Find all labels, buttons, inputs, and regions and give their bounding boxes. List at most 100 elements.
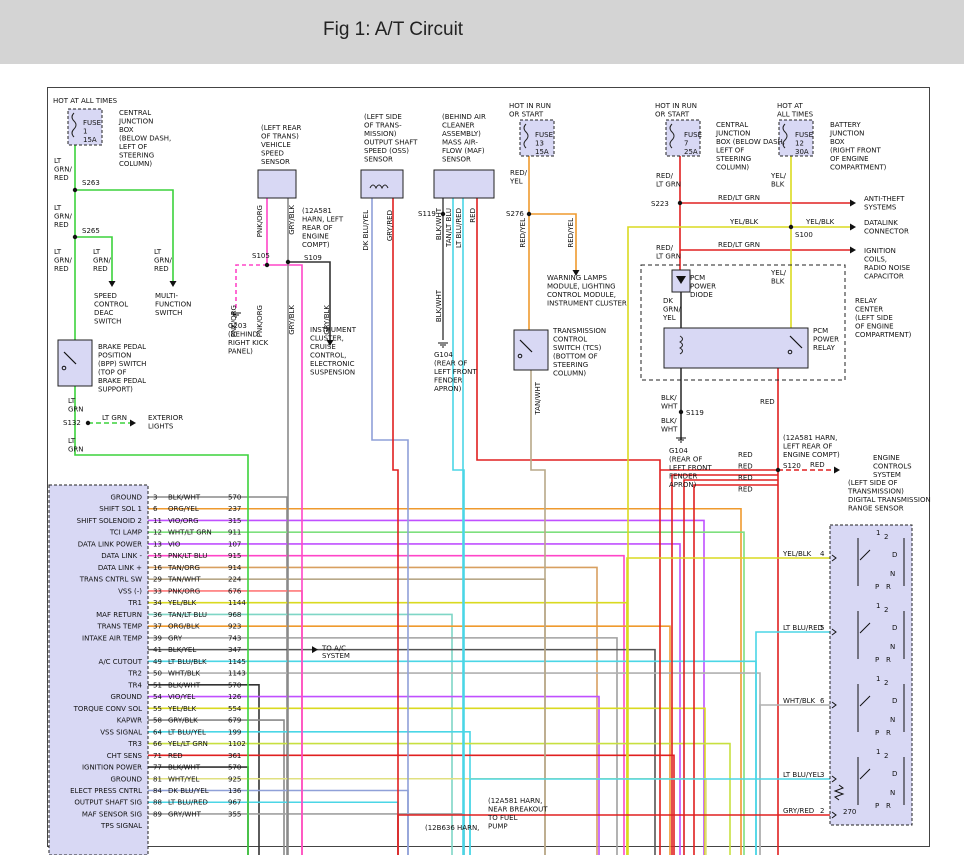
splice-dot — [285, 259, 291, 265]
anti-theft-label: ANTI-THEFT — [864, 195, 905, 203]
wire-color-label: TAN/LT BLU — [445, 208, 453, 248]
multi-function-arrow — [169, 281, 177, 287]
pcm-circuit-number: 554 — [228, 705, 242, 713]
maf-sensor-label: FLOW (MAF) — [442, 147, 485, 155]
instrument-arrow — [326, 340, 334, 346]
pcm-wire-color: YEL/LT GRN — [167, 740, 208, 748]
pcm-circuit-number: 923 — [228, 623, 241, 631]
wire-color-label: BLK — [771, 278, 785, 286]
wire-color-label: GRN/ — [154, 257, 173, 265]
relay-center-label: CENTER — [855, 306, 883, 314]
oss-signal-wire — [371, 198, 409, 855]
connector-pin-icon — [831, 554, 837, 562]
wire-color-label: WHT/BLK — [783, 697, 816, 705]
harness-breakout-label: TO FUEL — [487, 814, 518, 822]
pcm-pin-name: TR3 — [127, 740, 142, 748]
instrument-cluster-label: ELECTRONIC — [310, 360, 355, 368]
bpp-switch-label: BRAKE PEDAL — [98, 377, 146, 385]
wire-color-label: LT — [54, 204, 62, 212]
pcm-wire — [148, 813, 465, 855]
wire-color-label: RED — [738, 451, 753, 459]
central-junction-box-label: JUNCTION — [715, 130, 750, 138]
pcm-pin-name: GROUND — [110, 693, 142, 701]
connector-pin-icon — [831, 811, 837, 819]
wire-color-label: LT BLU/YEL — [783, 771, 821, 779]
warning-lamps-arrow — [572, 270, 580, 276]
pcm-circuit-number: 237 — [228, 505, 241, 513]
splice-dot — [85, 420, 91, 426]
dtr-position-label: 2 — [884, 606, 888, 614]
maf-sensor-label: MASS AIR- — [442, 139, 478, 147]
harness-12a581-label: ENGINE COMPT) — [783, 451, 840, 459]
pcm-pin-number: 15 — [153, 552, 162, 560]
wire-color-label: RED/ — [510, 169, 528, 177]
hot-in-run-label: HOT IN RUN — [509, 102, 551, 110]
fuse-element-icon — [782, 123, 788, 149]
pcm-pin-name: MAF RETURN — [96, 611, 142, 619]
wire-color-label: GRY/BLK — [323, 305, 331, 335]
instrument-cluster-label: CLUSTER, — [310, 335, 344, 343]
dtr-pin-wire — [397, 814, 832, 855]
harness-breakout-label: PUMP — [488, 823, 508, 831]
dtr-sensor-label: RANGE SENSOR — [848, 505, 904, 513]
pcm-wire — [148, 742, 731, 855]
dtr-position-label: D — [892, 551, 897, 559]
pcm-pin-number: 64 — [153, 728, 162, 736]
pcm-pin-name: VSS SIGNAL — [100, 728, 142, 736]
pcm-wire — [148, 531, 745, 855]
vss-minus-wire — [266, 198, 303, 855]
s223-label: S223 — [651, 200, 669, 208]
wire-color-label: YEL/BLK — [805, 218, 835, 226]
red-branch-wire — [683, 479, 778, 855]
tcs-switch-contact-icon — [519, 339, 533, 353]
dtr-position-label: R — [886, 583, 891, 591]
s100-label: S100 — [795, 231, 813, 239]
pcm-pin-name: VSS (-) — [118, 587, 142, 595]
splice-dot — [72, 187, 78, 193]
pcm-circuit-number: 126 — [228, 693, 242, 701]
title-bar: Fig 1: A/T Circuit — [0, 0, 964, 64]
pcm-wire — [148, 496, 288, 855]
dtr-position-label: 1 — [876, 529, 880, 537]
components — [48, 108, 913, 855]
pcm-pin-number: 51 — [153, 681, 162, 689]
pcm-pin-name: TR1 — [127, 599, 142, 607]
harness-12a581-label: (12A581 HARN, — [783, 434, 837, 442]
wire-color-label: GRY/RED — [386, 210, 394, 241]
dtr-position-label: 2 — [884, 533, 888, 541]
multi-function-wire — [75, 189, 174, 281]
vehicle-speed-sensor — [257, 169, 297, 199]
pcm-power-relay-label: POWER — [813, 336, 839, 344]
g203-label: RIGHT KICK — [228, 339, 269, 347]
to-ac-arrow — [312, 646, 318, 654]
wire-color-label: TAN/WHT — [534, 381, 542, 415]
g104-right-label: G104 — [669, 447, 688, 455]
pcm-circuit-number: 315 — [228, 517, 241, 525]
wire-color-label: LT — [68, 437, 76, 445]
vehicle-speed-sensor-label: VEHICLE — [261, 141, 291, 149]
splice-dot — [788, 224, 794, 230]
instrument-cluster-label: CRUISE — [310, 343, 336, 351]
dtr-contact-icon — [859, 622, 871, 634]
wire-color-label: RED — [810, 461, 825, 469]
sensor-coil-icon — [369, 184, 389, 190]
relay-coil-icon — [679, 335, 683, 355]
pcm-pin-name: GROUND — [110, 494, 142, 502]
tcs-switch — [513, 329, 549, 371]
pcm-pin-number: 89 — [153, 810, 162, 818]
instrument-cluster-label: SUSPENSION — [310, 369, 355, 377]
pcm-pin-name: TPS SIGNAL — [100, 822, 142, 830]
hot-at-all-times-label: HOT AT ALL TIMES — [53, 97, 118, 105]
s109-label: S109 — [304, 254, 322, 262]
fuse-7-label: 7 — [684, 140, 688, 148]
wire-color-label: GRN/ — [54, 166, 73, 174]
dtr-sensor-label: TRANSMISSION) — [847, 488, 904, 496]
wire-color-label: YEL/BLK — [782, 550, 812, 558]
fuse-12-label: FUSE — [795, 131, 813, 139]
wire-color-label: RED — [154, 265, 169, 273]
bpp-switch-contact-icon — [61, 365, 67, 371]
g104-right-label: LEFT FRONT — [669, 464, 712, 472]
pcm-pin-name: CHT SENS — [107, 752, 143, 760]
bpp-switch-label: (BPP) SWITCH — [98, 360, 146, 368]
